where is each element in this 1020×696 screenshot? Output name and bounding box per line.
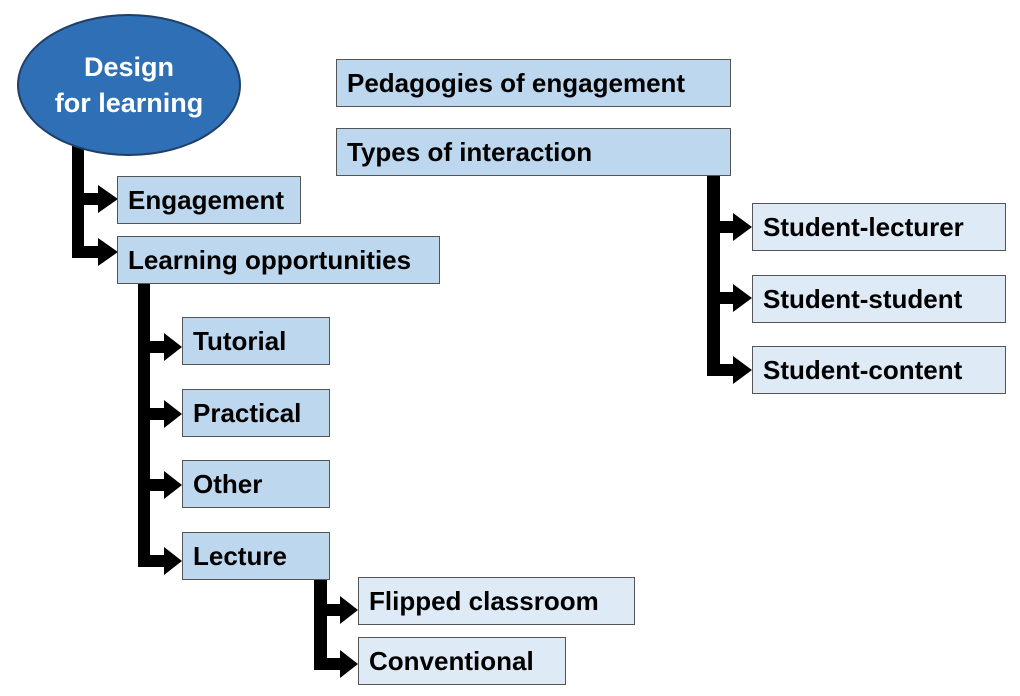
box-student-lecturer: Student-lecturer — [752, 203, 1006, 251]
connector-opportunities-stem — [72, 246, 100, 258]
connector-interaction-vertical — [707, 156, 720, 376]
box-practical: Practical — [182, 389, 330, 437]
connector-other-stem — [138, 479, 166, 491]
box-label: Learning opportunities — [128, 244, 412, 275]
arrow-lecture — [164, 547, 182, 575]
box-label: Engagement — [128, 184, 285, 215]
arrow-other — [164, 471, 182, 499]
box-label: Flipped classroom — [369, 585, 599, 616]
box-label: Other — [193, 468, 263, 499]
connector-conventional-stem — [314, 658, 342, 670]
box-label: Student-student — [763, 283, 963, 314]
connector-student-student-stem — [707, 292, 735, 304]
box-types-of-interaction: Types of interaction — [336, 128, 731, 176]
box-label: Conventional — [369, 645, 534, 676]
box-label: Student-content — [763, 354, 963, 385]
box-conventional: Conventional — [358, 637, 566, 685]
connector-student-lecturer-stem — [707, 221, 735, 233]
connector-lecture-stem — [138, 555, 166, 567]
connector-tutorial-stem — [138, 341, 166, 353]
box-label: Tutorial — [193, 325, 287, 356]
box-student-content: Student-content — [752, 346, 1006, 394]
arrow-conventional — [340, 650, 358, 678]
box-other: Other — [182, 460, 330, 508]
box-student-student: Student-student — [752, 275, 1006, 323]
box-label: Practical — [193, 397, 302, 428]
box-learning-opportunities: Learning opportunities — [117, 236, 440, 284]
box-label: Pedagogies of engagement — [347, 67, 686, 98]
arrow-flipped-classroom — [340, 596, 358, 624]
connector-student-content-stem — [707, 364, 735, 376]
arrow-learning-opportunities — [98, 238, 118, 266]
arrow-student-lecturer — [733, 213, 752, 241]
arrow-student-content — [733, 356, 752, 384]
root-node-label: Design for learning — [54, 52, 204, 118]
box-label: Student-lecturer — [763, 211, 964, 242]
box-flipped-classroom: Flipped classroom — [358, 577, 635, 625]
connector-root-vertical — [72, 125, 84, 258]
box-tutorial: Tutorial — [182, 317, 330, 365]
box-lecture: Lecture — [182, 532, 330, 580]
box-label: Types of interaction — [347, 136, 593, 167]
box-pedagogies-of-engagement: Pedagogies of engagement — [336, 59, 731, 107]
box-engagement: Engagement — [117, 176, 301, 224]
root-node-design-for-learning: Design for learning — [17, 14, 241, 156]
arrow-practical — [164, 400, 182, 428]
arrow-student-student — [733, 284, 752, 312]
arrow-engagement — [98, 185, 118, 213]
arrow-tutorial — [164, 333, 182, 361]
connector-practical-stem — [138, 408, 166, 420]
connector-flipped-stem — [314, 604, 342, 616]
connector-engagement-stem — [72, 193, 100, 205]
box-label: Lecture — [193, 540, 287, 571]
